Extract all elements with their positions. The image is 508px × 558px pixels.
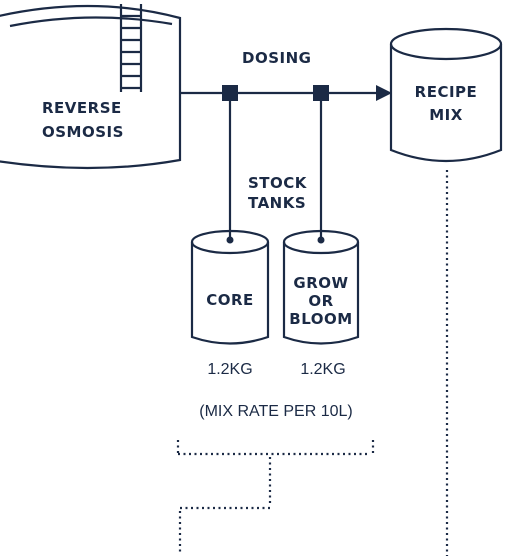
recipe-mix-label-line2: MIX — [429, 106, 463, 124]
core-weight: 1.2KG — [207, 361, 252, 378]
dosing-junction-core — [222, 85, 238, 101]
stock-tanks-label-line2: TANKS — [248, 194, 306, 212]
reverse-osmosis-tank-outline — [0, 4, 182, 170]
reverse-osmosis-label-line1: REVERSE — [42, 99, 122, 117]
grow-bloom-tank — [282, 229, 360, 345]
reverse-osmosis-tank-rim — [9, 16, 173, 28]
stock-tanks-label-line1: STOCK — [248, 174, 308, 192]
grow-weight: 1.2KG — [300, 361, 345, 378]
recipe-mix-label-line1: RECIPE — [415, 83, 478, 101]
flow-arrow-icon — [376, 85, 392, 101]
reverse-osmosis-tank — [0, 4, 182, 170]
dosing-junction-grow — [313, 85, 329, 101]
core-tank — [190, 229, 270, 345]
grow-inlet-dot — [317, 236, 325, 244]
grow-label-line1: GROW — [293, 274, 348, 292]
reverse-osmosis-label-line2: OSMOSIS — [42, 123, 124, 141]
core-label: CORE — [206, 291, 254, 309]
grow-bloom-tank-body — [282, 242, 360, 345]
core-inlet-dot — [226, 236, 234, 244]
core-tank-body — [190, 242, 270, 345]
grow-label-line2: OR — [308, 292, 333, 310]
recipe-mix-tank-top — [389, 27, 503, 61]
dotted-step-line — [176, 440, 375, 552]
ladder-icon — [119, 4, 143, 92]
dosing-label: DOSING — [242, 49, 311, 67]
grow-label-line3: BLOOM — [289, 310, 352, 328]
recipe-mix-tank-body — [389, 44, 503, 163]
recipe-mix-tank — [389, 27, 503, 163]
mix-rate-note: (MIX RATE PER 10L) — [199, 403, 353, 420]
